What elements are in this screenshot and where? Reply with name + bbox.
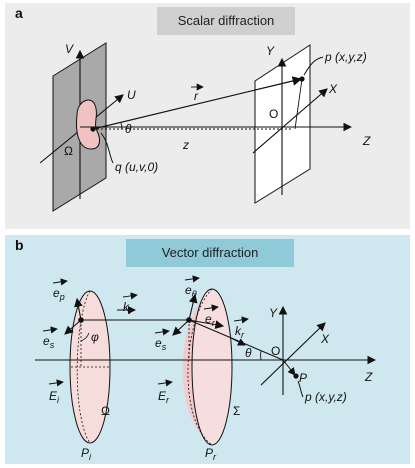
arrow-over-er-field: [157, 379, 173, 387]
label-omega: Ω: [64, 144, 73, 158]
label-e-theta: eθ: [185, 283, 197, 299]
label-p-r: Pr: [205, 446, 217, 462]
label-p-i: Pi: [81, 446, 92, 462]
panel-a-title: Scalar diffraction: [157, 7, 295, 35]
label-p: p (x,y,z): [324, 50, 367, 64]
p-vector: [282, 359, 296, 376]
p-drop-line: [294, 78, 303, 130]
label-r: r: [194, 89, 199, 103]
label-e-r-field: Er: [158, 389, 170, 405]
label-phi: φ: [91, 330, 99, 344]
arrow-over-kr: [233, 316, 249, 324]
vector-diffraction-diagram: ep es φ Ei Ω Pi ki eθ er kr es Er Σ Pr θ…: [35, 275, 377, 462]
label-omega-b: Ω: [101, 404, 110, 418]
incident-lens-back: [76, 290, 91, 444]
label-p-point: P: [299, 371, 307, 385]
label-y-b: Y: [269, 306, 278, 320]
e-p-vector: [74, 297, 83, 321]
phi-arc: [80, 332, 90, 342]
arrow-over-er: [203, 304, 219, 312]
reference-lens-back: [187, 288, 213, 446]
label-z-b: Z: [364, 370, 373, 384]
theta-arc: [120, 122, 123, 130]
label-x: X: [328, 82, 338, 96]
arrow-over-esi: [42, 326, 58, 334]
r-vector: [92, 76, 303, 130]
label-z: Z: [362, 134, 371, 148]
label-e-s-r: es: [155, 336, 167, 352]
q-leader: [100, 132, 114, 164]
p-leader-b: [297, 380, 304, 398]
reference-lens: [191, 288, 233, 446]
label-v: V: [65, 42, 74, 56]
label-e-r: er: [205, 312, 216, 328]
label-z-small: z: [182, 138, 189, 152]
k-r-arrow: [228, 336, 246, 346]
label-y: Y: [266, 44, 275, 58]
p-point: [299, 76, 305, 82]
panel-b: b Vector diffraction: [5, 235, 410, 464]
label-p-coords: p (x,y,z): [304, 390, 347, 404]
label-k-i: ki: [123, 300, 132, 316]
label-o-b: O: [271, 344, 280, 358]
arrow-over-ki: [122, 292, 138, 300]
e-s-i-vector: [64, 319, 82, 335]
scalar-diffraction-diagram: V U Ω q (u,v,0) r θ z Y X O Z p (x,y,z): [39, 42, 371, 212]
label-e-p: ep: [53, 286, 65, 302]
panel-a: a Scalar diffraction: [5, 3, 410, 229]
label-x-b: X: [320, 332, 330, 346]
label-theta-b: θ: [245, 346, 252, 360]
x-axis: [252, 88, 328, 154]
arrow-over-ei: [48, 379, 64, 387]
label-q: q (u,v,0): [115, 160, 158, 174]
panel-b-title: Vector diffraction: [126, 239, 294, 267]
e-s-r-vector: [172, 319, 190, 336]
label-e-i: Ei: [49, 389, 60, 405]
arrow-over-ep: [52, 278, 68, 286]
p-leader: [303, 56, 324, 76]
arrow-over-esr: [154, 328, 170, 336]
label-k-r: kr: [235, 324, 245, 340]
label-o: O: [269, 107, 278, 121]
p-point-b: [293, 373, 299, 379]
e-r-vector: [188, 319, 225, 329]
panel-a-letter: a: [15, 5, 23, 21]
label-theta: θ: [125, 122, 132, 136]
panel-b-letter: b: [15, 237, 24, 253]
x-axis-b: [260, 322, 326, 386]
aperture-shape: [76, 99, 100, 150]
arrow-over-etheta: [184, 275, 200, 283]
e-theta-vector: [188, 293, 198, 321]
label-e-s-i: es: [43, 334, 55, 350]
label-u: U: [127, 88, 136, 102]
label-sigma: Σ: [233, 404, 240, 418]
